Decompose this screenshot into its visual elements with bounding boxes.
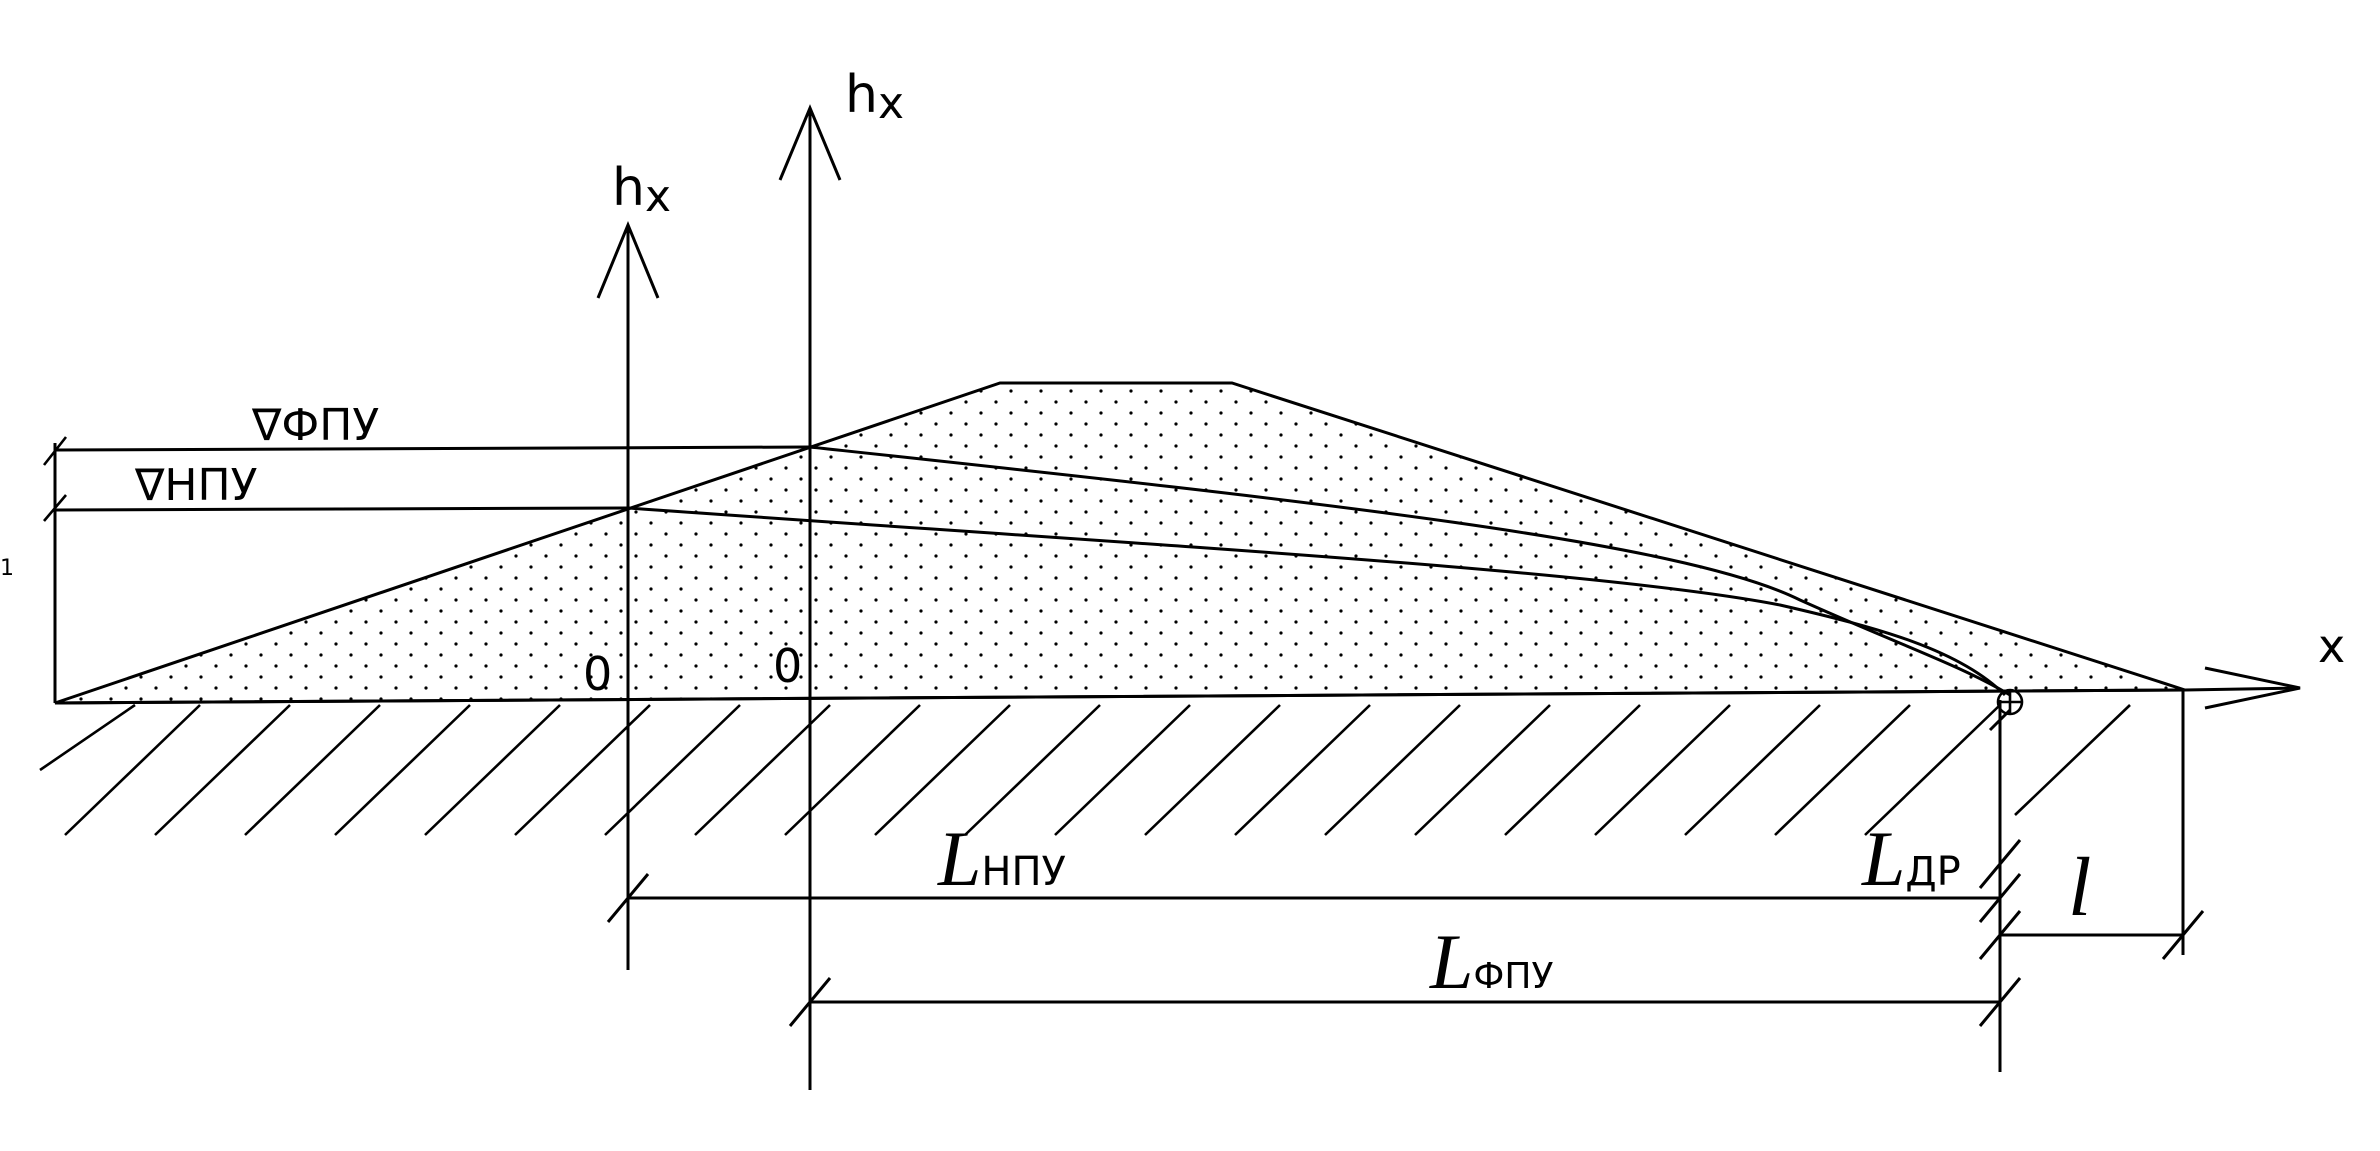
- origin-label-2: 0: [773, 639, 802, 693]
- npu-level-label: ∇НПУ: [134, 460, 258, 511]
- npu-level-line: [54, 506, 629, 512]
- dimension-l-dr: [1978, 708, 2022, 889]
- x-axis-arrow: [2184, 666, 2301, 710]
- axis-hx-2-label: hx: [845, 65, 904, 129]
- dimension-l-small: [1978, 910, 2205, 960]
- axis-hx-2: [778, 104, 842, 1090]
- l-small-label: l: [2068, 841, 2091, 934]
- l-dr-label: LДР: [1861, 815, 1961, 902]
- fpu-level-line: [54, 445, 811, 452]
- depression-curve-npu: [627, 506, 2007, 697]
- dimension-l-fpu: [788, 977, 2022, 1027]
- l-fpu-label: LФПУ: [1429, 918, 1553, 1005]
- depression-curve-fpu: [809, 445, 2011, 697]
- ground-line: [54, 688, 2186, 705]
- fpu-level-label: ∇ФПУ: [251, 400, 379, 451]
- x-axis-label: x: [2318, 619, 2345, 673]
- axis-hx-1: [596, 221, 660, 970]
- dimension-l-npu: [606, 873, 2022, 923]
- l-npu-label: LНПУ: [937, 815, 1066, 902]
- origin-label-1: 0: [583, 647, 612, 701]
- left-edge-mark: 1: [0, 556, 14, 581]
- axis-hx-1-label: hx: [612, 158, 671, 222]
- left-edge-ticks: [42, 436, 68, 522]
- ground-hatching: [39, 703, 2131, 836]
